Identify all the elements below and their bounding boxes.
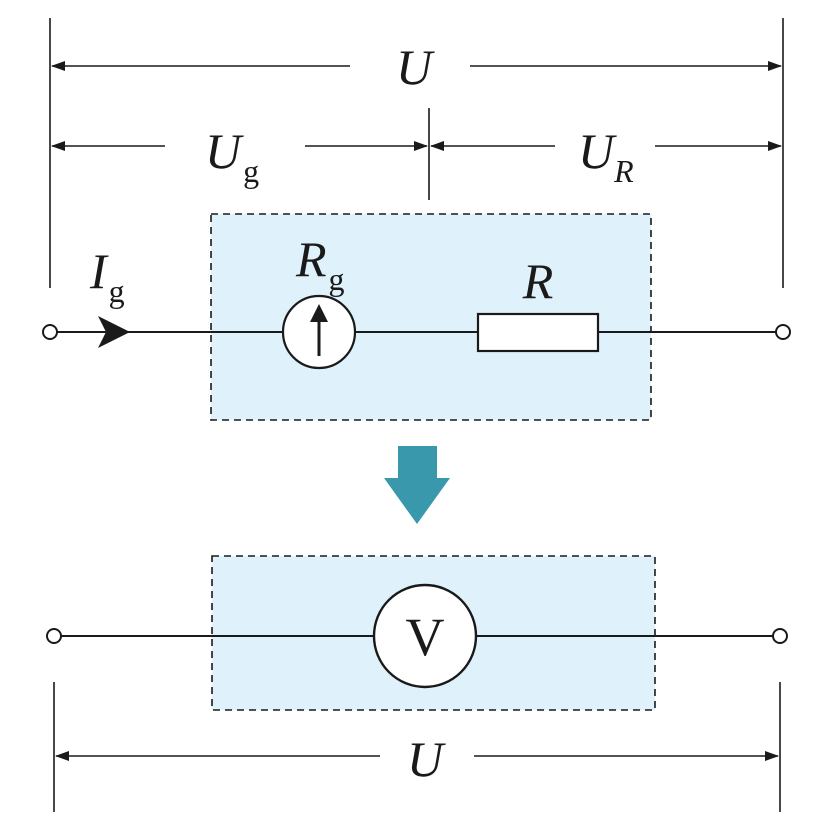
ur-label: UR <box>578 123 634 189</box>
upper-right-terminal <box>775 324 791 340</box>
resistor-icon <box>476 312 600 353</box>
lower-right-terminal <box>772 628 788 644</box>
rg-label: Rg <box>295 231 345 297</box>
lower-left-terminal <box>46 628 62 644</box>
galvanometer-circuit: Ig Rg R <box>42 213 791 421</box>
current-direction-arrow <box>98 316 130 348</box>
top-total-voltage-dimension: U <box>49 18 784 288</box>
upper-left-terminal <box>42 324 58 340</box>
voltmeter-icon: V <box>372 583 478 689</box>
r-label: R <box>522 253 554 309</box>
down-arrow-icon <box>384 446 450 524</box>
ug-label: Ug <box>205 123 259 189</box>
bottom-total-voltage-dimension: U <box>53 682 781 812</box>
voltmeter-symbol: V <box>406 607 445 667</box>
partial-voltage-dimensions: Ug UR <box>51 108 782 200</box>
top-u-label: U <box>396 39 435 95</box>
ig-label: Ig <box>89 243 125 309</box>
voltmeter-circuit: V <box>46 555 788 711</box>
galvanometer-icon <box>281 294 357 370</box>
bottom-u-label: U <box>407 731 446 787</box>
